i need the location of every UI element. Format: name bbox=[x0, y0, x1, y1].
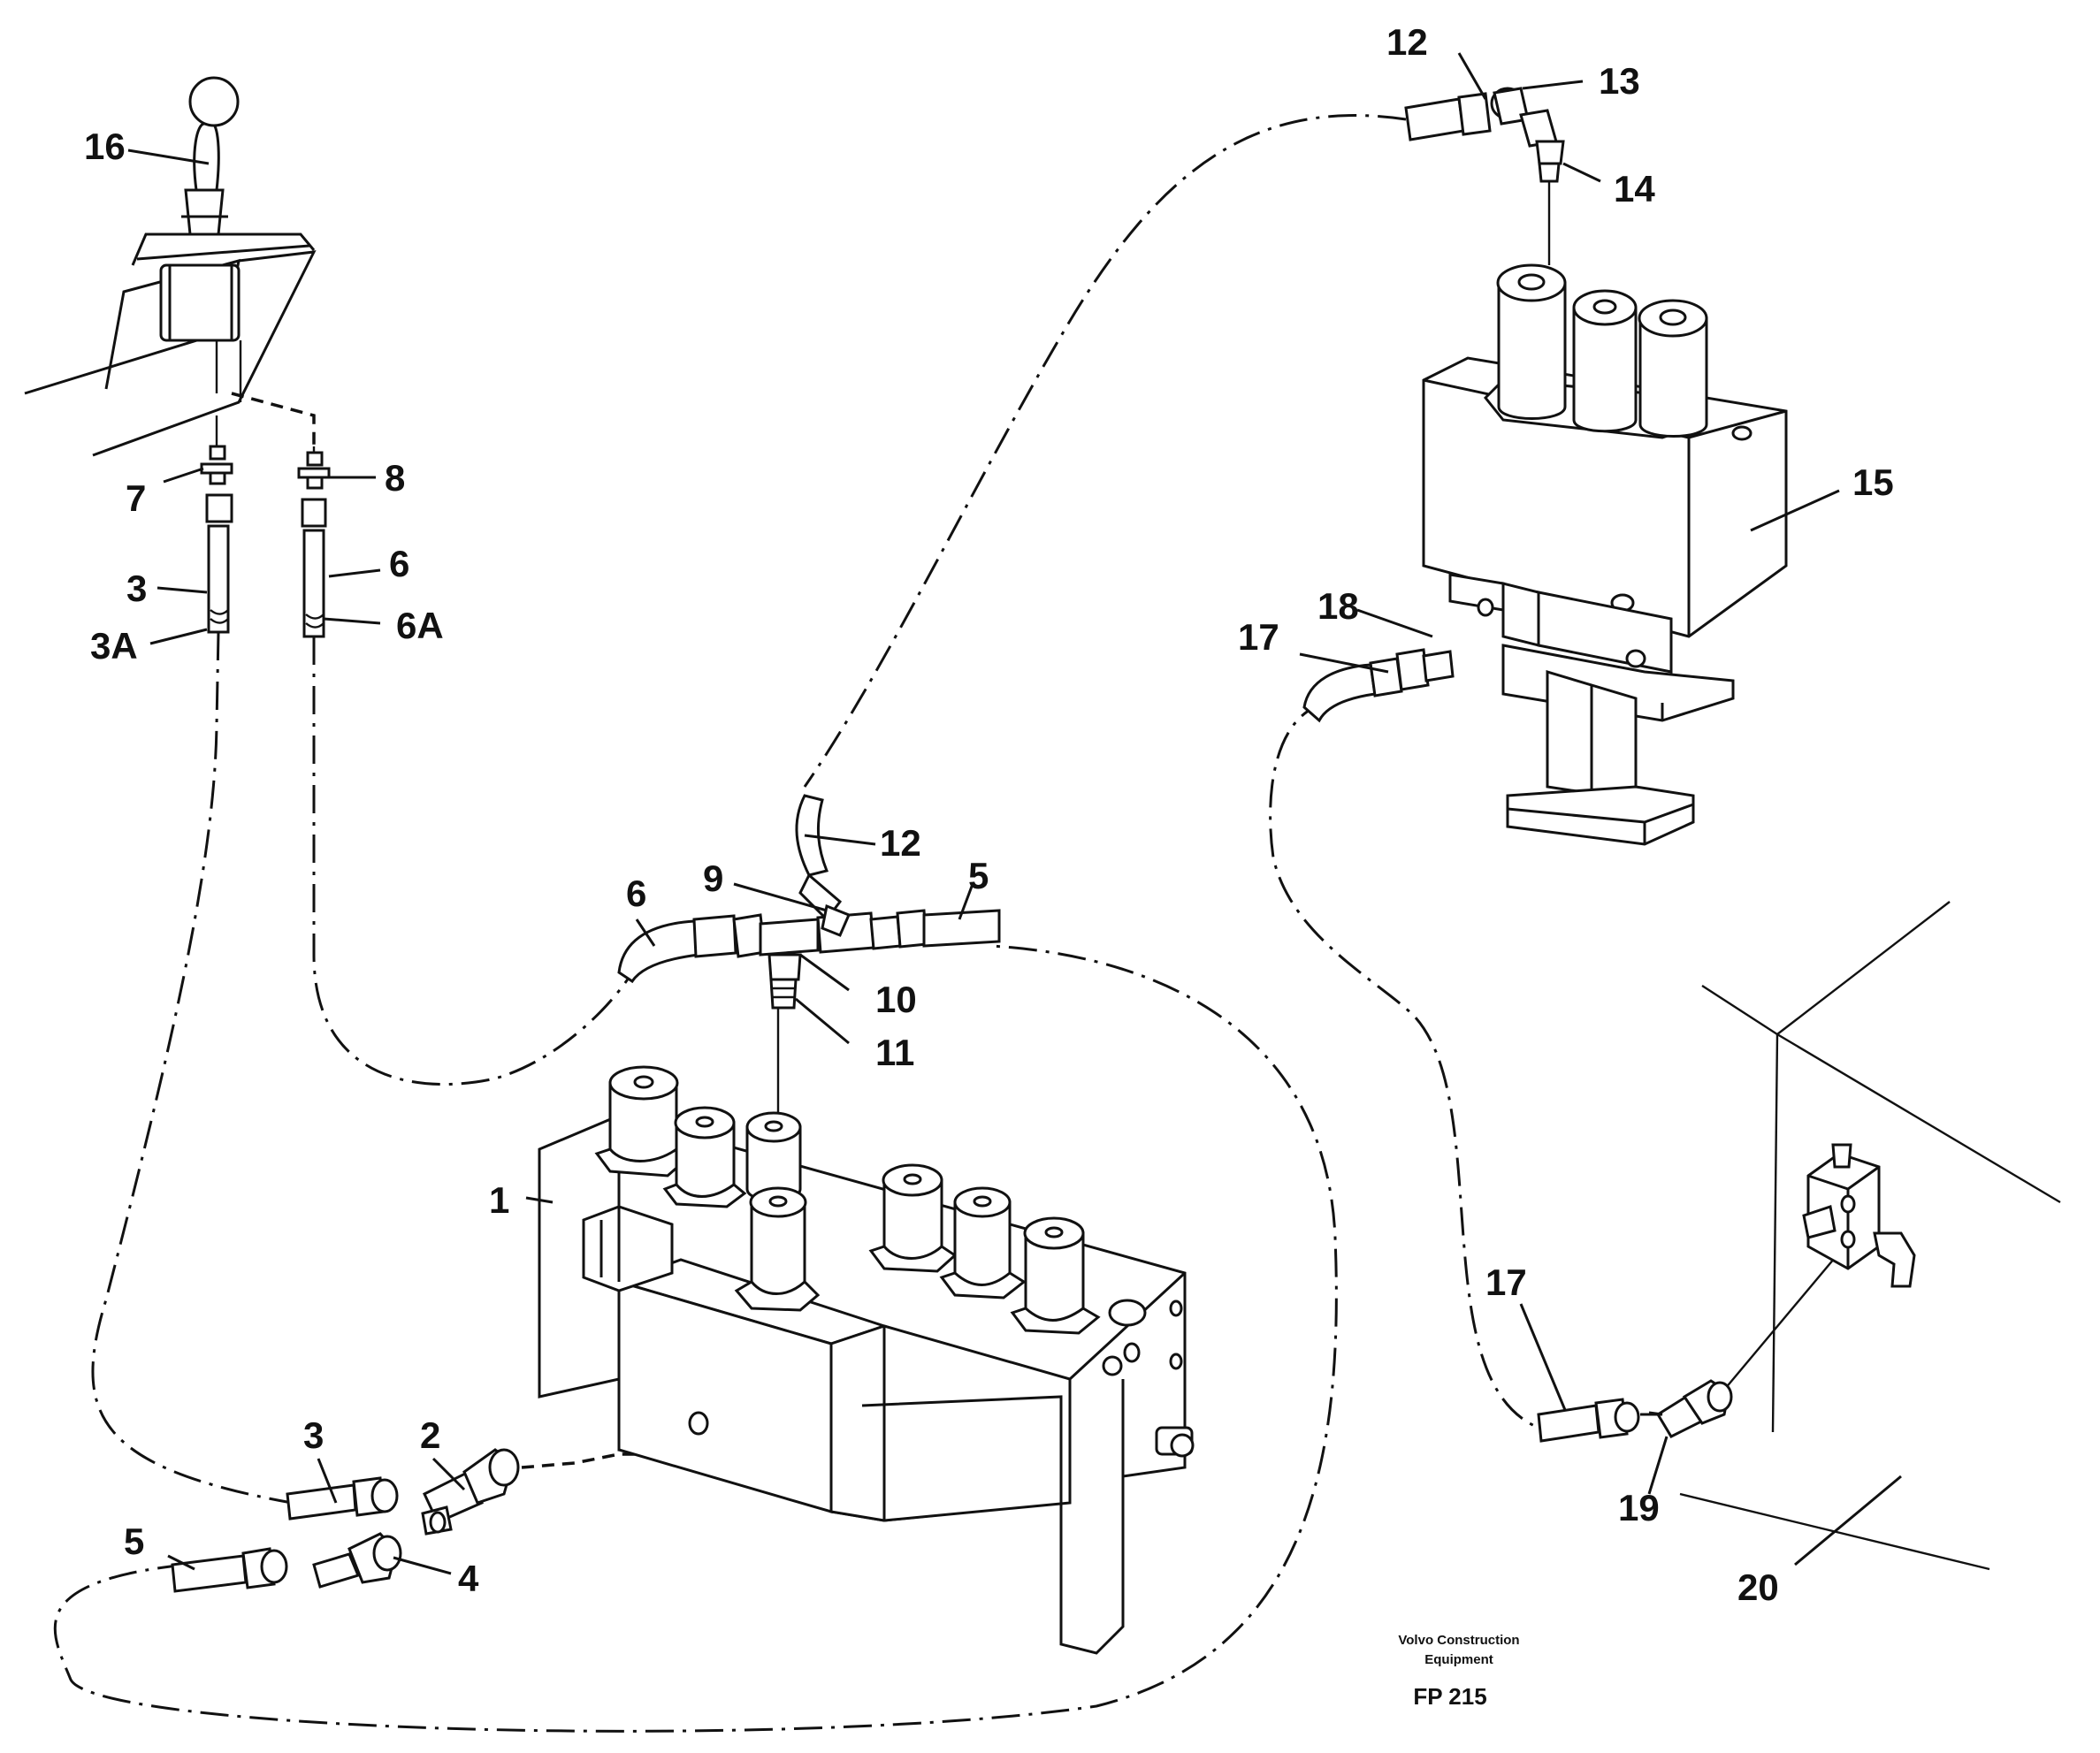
label-5-top: 5 bbox=[968, 855, 989, 896]
label-6-top: 6 bbox=[389, 543, 409, 584]
hose-17-18-fitting bbox=[1302, 648, 1455, 723]
secondary-valve bbox=[1422, 263, 1788, 846]
label-20: 20 bbox=[1737, 1566, 1779, 1608]
label-17-top: 17 bbox=[1238, 616, 1279, 658]
label-18: 18 bbox=[1317, 585, 1359, 627]
top-elbow-fitting bbox=[1404, 87, 1565, 183]
figure-footer: Volvo Construction Equipment FP 215 bbox=[1398, 1633, 1519, 1710]
label-3-top: 3 bbox=[126, 568, 147, 609]
label-15: 15 bbox=[1852, 461, 1894, 503]
label-3-bottom: 3 bbox=[303, 1414, 324, 1456]
label-9: 9 bbox=[703, 857, 723, 899]
company-name-line1: Volvo Construction bbox=[1398, 1633, 1519, 1648]
label-16: 16 bbox=[84, 126, 126, 167]
hose-3-vertical bbox=[205, 493, 233, 634]
wall-block-20 bbox=[1679, 901, 2061, 1571]
label-6-mid: 6 bbox=[626, 873, 646, 914]
bottom-left-fittings bbox=[171, 1448, 520, 1593]
label-3a: 3A bbox=[90, 625, 138, 667]
company-name-line2: Equipment bbox=[1424, 1652, 1493, 1667]
fitting-7 bbox=[200, 415, 233, 485]
part-labels: 16 7 8 3 3A 6 6A 12 9 5 6 10 11 1 3 2 5 … bbox=[84, 21, 1894, 1608]
label-12-mid: 12 bbox=[880, 822, 921, 864]
label-19: 19 bbox=[1618, 1487, 1660, 1528]
label-1: 1 bbox=[489, 1179, 509, 1221]
hose-6-vertical bbox=[301, 498, 327, 638]
label-13: 13 bbox=[1599, 60, 1640, 102]
label-6a: 6A bbox=[396, 605, 444, 646]
hose-17-19-fitting bbox=[1537, 1379, 1733, 1443]
hose-routings bbox=[53, 114, 1849, 1733]
leader-lines bbox=[127, 52, 1902, 1575]
tee-fitting-group bbox=[617, 794, 1001, 1010]
label-17-bottom: 17 bbox=[1485, 1261, 1527, 1303]
label-11: 11 bbox=[875, 1032, 914, 1073]
label-7: 7 bbox=[126, 477, 146, 519]
figure-code: FP 215 bbox=[1413, 1683, 1486, 1710]
solenoid-valve-block bbox=[538, 1114, 1195, 1655]
control-lever-assembly bbox=[24, 76, 317, 457]
label-14: 14 bbox=[1614, 168, 1655, 210]
fitting-8 bbox=[297, 446, 331, 490]
label-8: 8 bbox=[385, 457, 405, 499]
solenoid-coils bbox=[594, 1065, 1101, 1335]
label-4: 4 bbox=[458, 1558, 479, 1599]
label-12-top: 12 bbox=[1386, 21, 1428, 63]
label-5-bottom: 5 bbox=[124, 1521, 144, 1562]
label-10: 10 bbox=[875, 979, 917, 1020]
label-2: 2 bbox=[420, 1414, 440, 1456]
